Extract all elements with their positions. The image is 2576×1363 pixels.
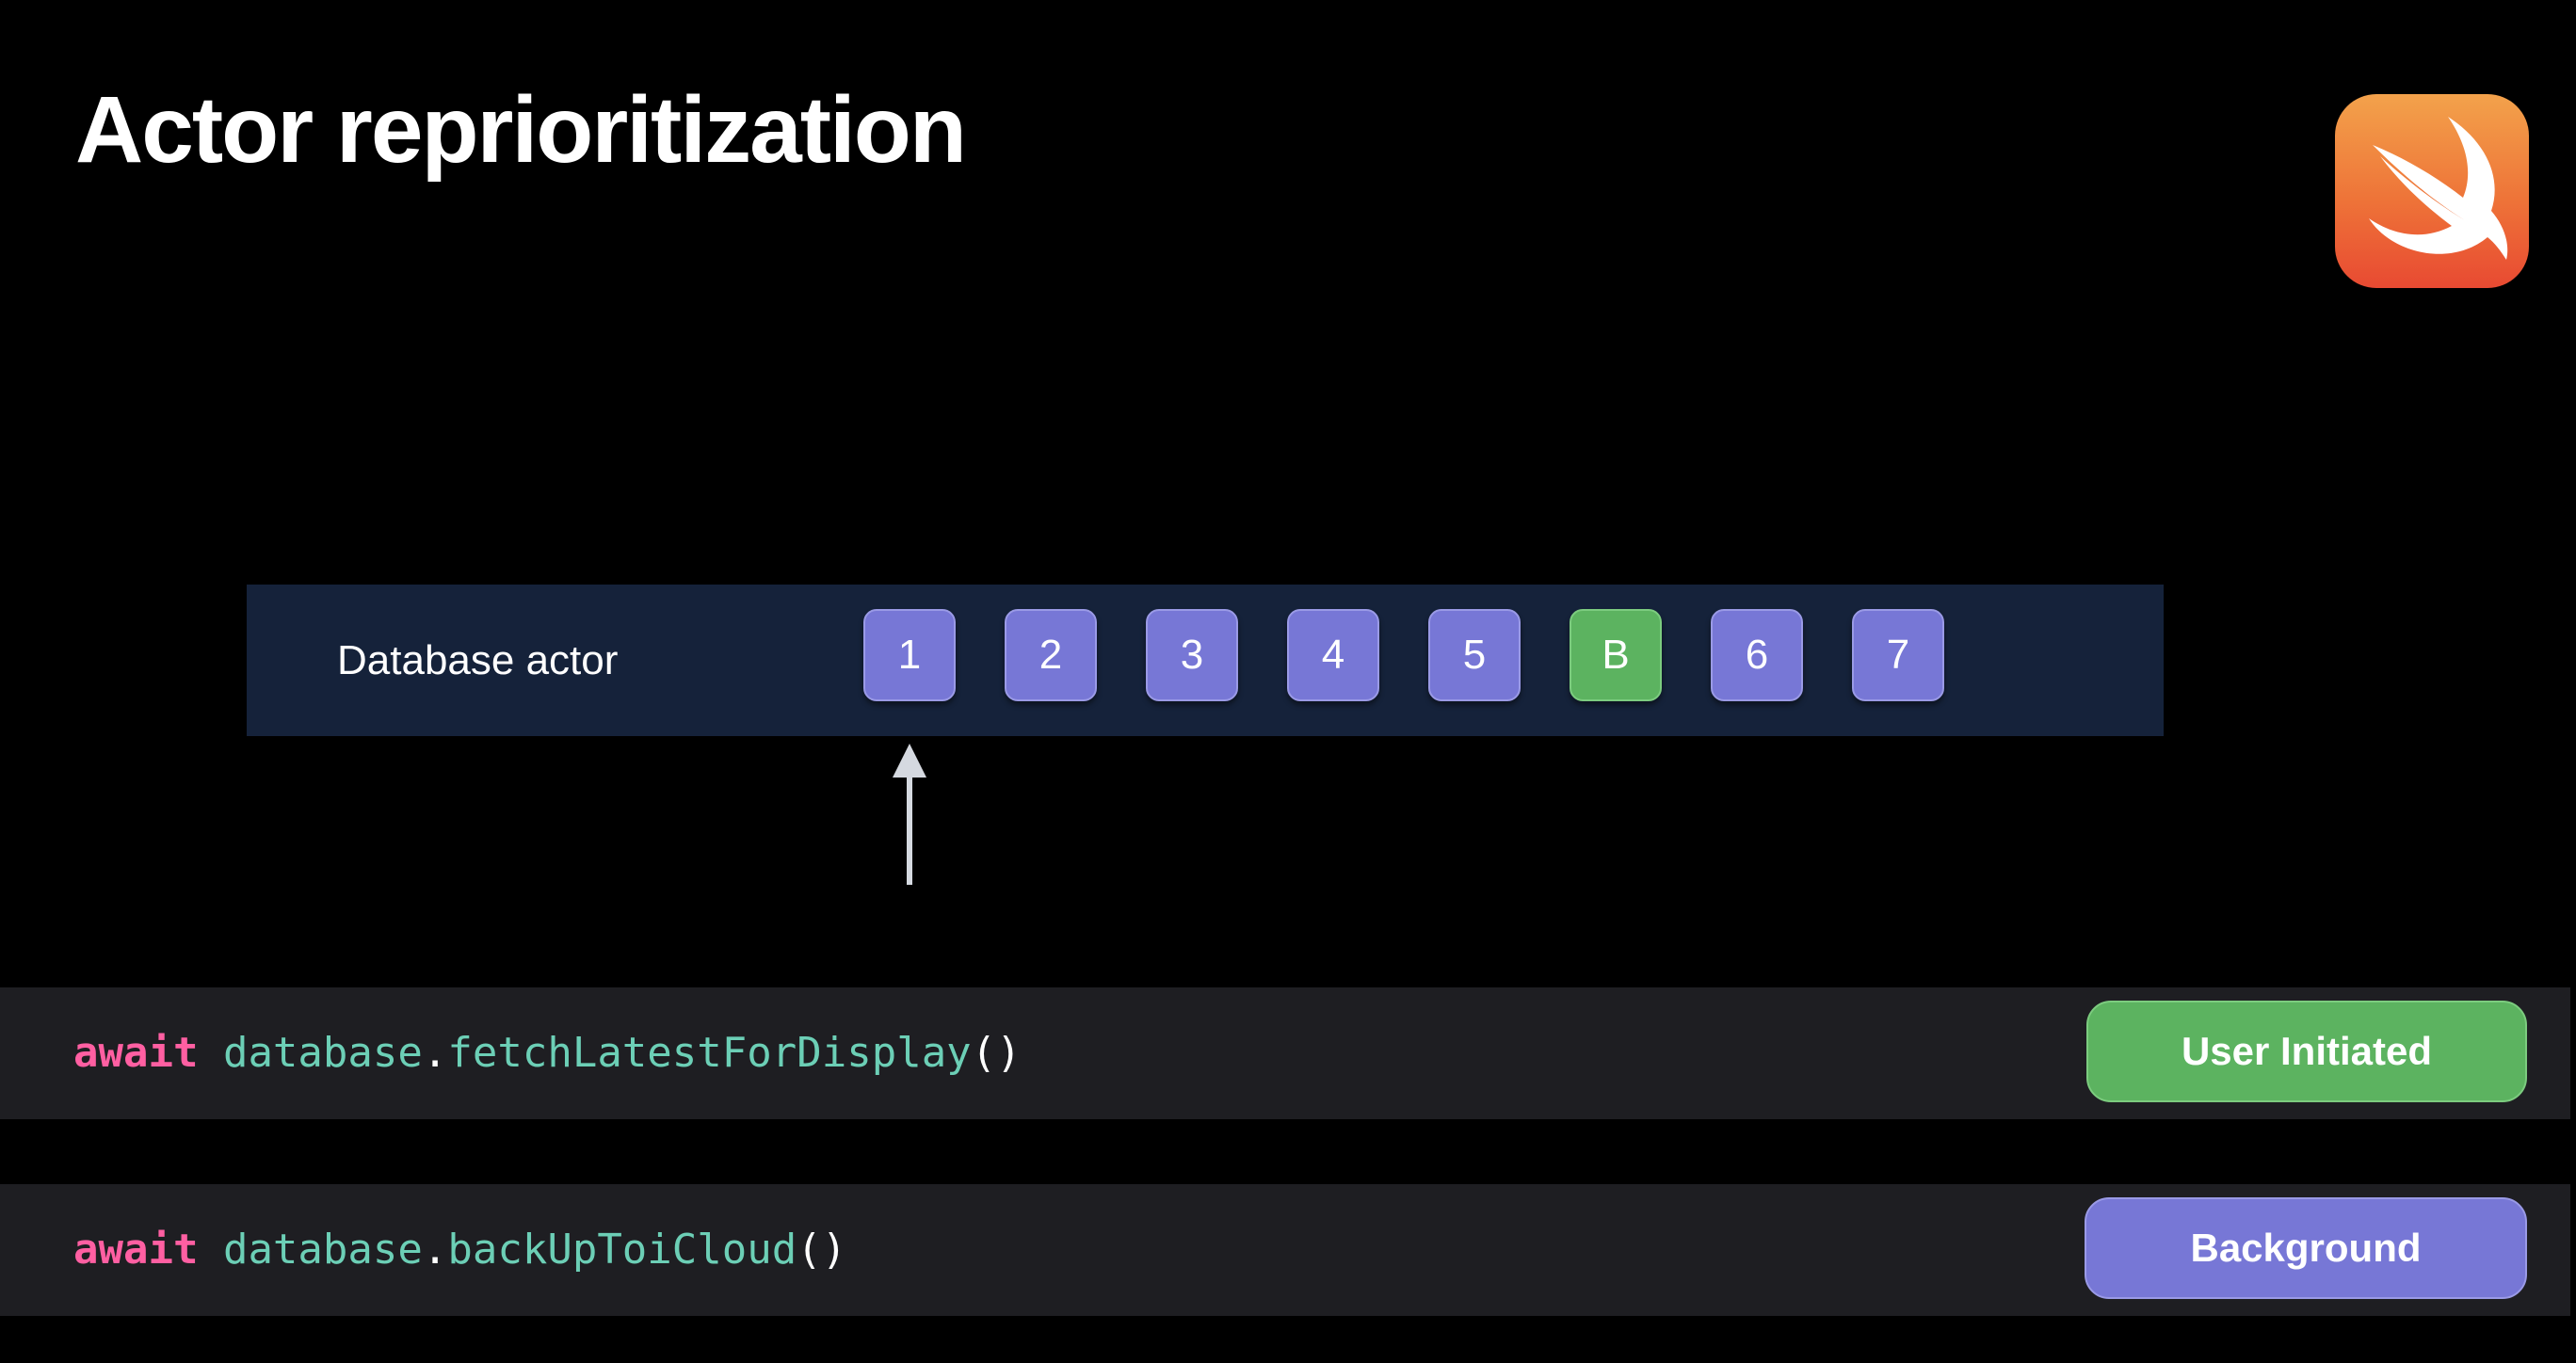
job-item: 6 [1711,609,1803,701]
code-keyword: await [73,1226,199,1274]
job-item-highlighted: B [1570,609,1662,701]
slide-title: Actor reprioritization [75,77,967,183]
code-object: database [222,1226,423,1274]
job-item: 5 [1428,609,1521,701]
job-item: 3 [1146,609,1238,701]
swift-logo-icon [2335,94,2529,288]
code-method: fetchLatestForDisplay [447,1029,972,1077]
code-parens: () [971,1029,1022,1077]
code-keyword: await [73,1029,199,1077]
code-dot: . [422,1226,448,1274]
job-item: 7 [1852,609,1944,701]
job-item: 2 [1005,609,1097,701]
arrow-up-icon [889,744,930,885]
code-line: await database.fetchLatestForDisplay() [73,987,1022,1119]
code-method: backUpToiCloud [447,1226,797,1274]
code-row-backup: await database.backUpToiCloud() Backgrou… [0,1184,2570,1316]
actor-label: Database actor [337,637,619,683]
priority-badge-background: Background [2085,1197,2527,1299]
priority-badge-user-initiated: User Initiated [2086,1001,2527,1102]
code-dot: . [422,1029,448,1077]
database-actor-queue: Database actor 1 2 3 4 5 B 6 7 [247,585,2164,736]
code-row-fetch: await database.fetchLatestForDisplay() U… [0,987,2570,1119]
code-parens: () [797,1226,847,1274]
code-object: database [222,1029,423,1077]
job-item: 4 [1287,609,1379,701]
job-item: 1 [863,609,956,701]
code-line: await database.backUpToiCloud() [73,1184,846,1316]
